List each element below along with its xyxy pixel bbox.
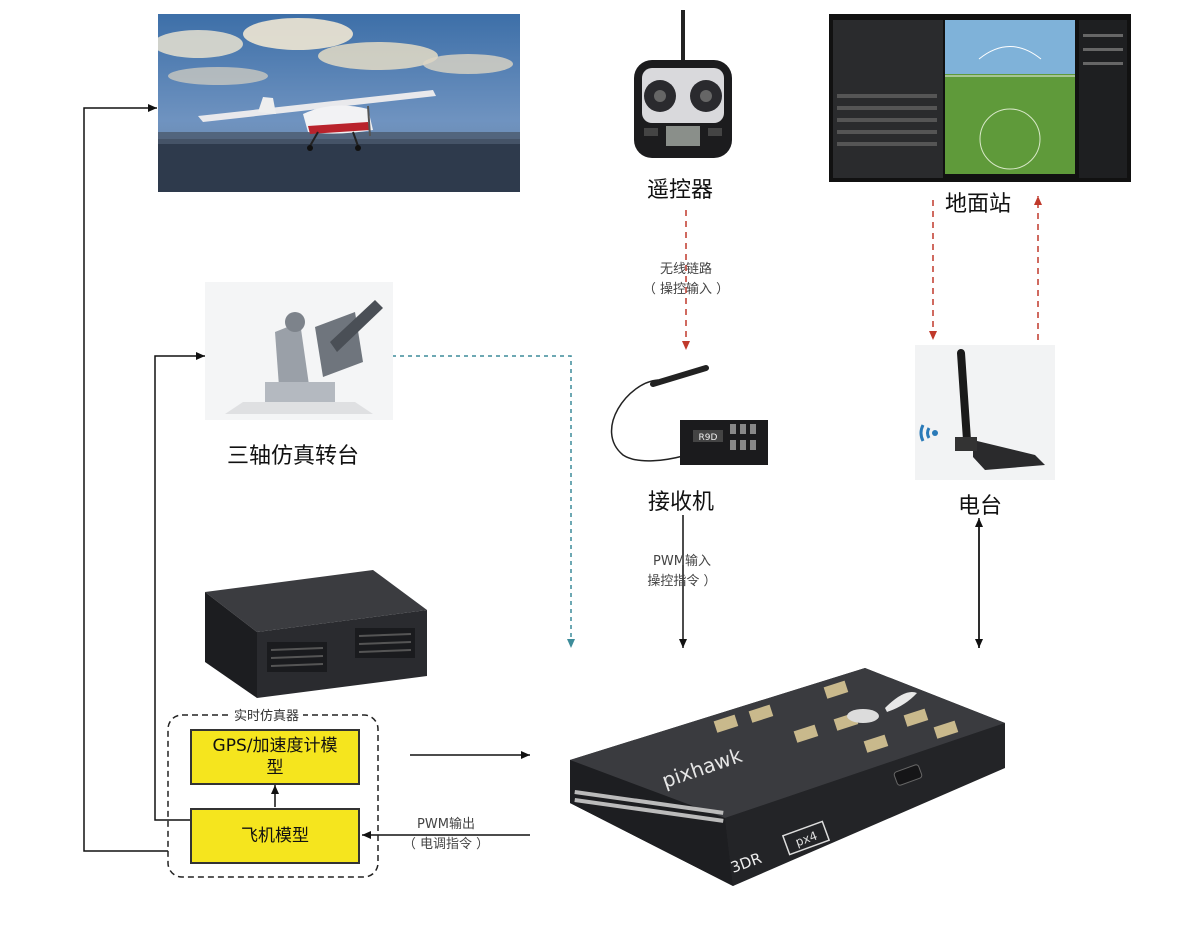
turntable-to-controller-line [392,355,575,648]
pwm-input-note: PWM输入 操控指令 ） [647,554,717,589]
simulator-computer-image [205,570,427,698]
loop-to-turntable-line [154,352,205,821]
aircraft-model-block: 飞机模型 [190,808,360,864]
receiver-model-text: R9D [699,433,718,443]
radio-label: 电台 [958,494,1003,519]
flight-controller-image: pixhawk px4 3DR [570,668,1005,886]
loop-to-airplane-line [83,104,168,852]
remote-controller-label: 遥控器 [647,178,714,203]
simulator-title: 实时仿真器 [230,705,304,724]
airplane-image [158,14,520,192]
turntable-label: 三轴仿真转台 [227,444,360,469]
radio-image [915,345,1055,480]
receiver-image: R9D [610,365,768,465]
pwm-output-note: PWM输出 （ 电调指令 ） [402,817,490,852]
remote-controller-icon [634,10,732,158]
wireless-link-note: 无线链路 （ 操控输入 ） [642,262,730,297]
receiver-label: 接收机 [648,490,715,515]
turntable-image [205,282,393,420]
ground-station-screen [829,14,1131,182]
ground-station-label: 地面站 [945,192,1012,217]
gps-accelerometer-model-block: GPS/加速度计模 型 [190,729,360,785]
